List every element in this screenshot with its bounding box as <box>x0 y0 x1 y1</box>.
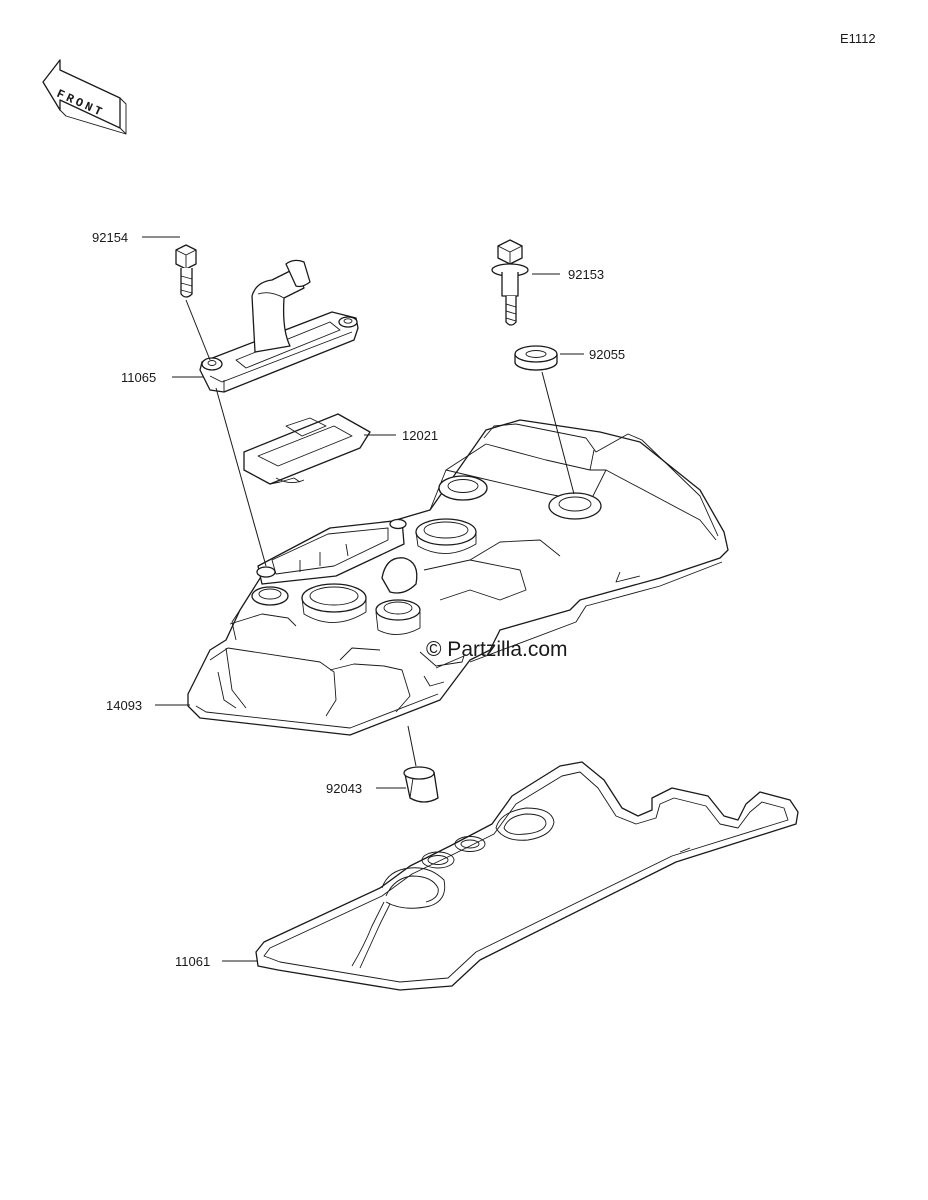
part-label-92043[interactable]: 92043 <box>326 781 362 796</box>
part-label-92055[interactable]: 92055 <box>589 347 625 362</box>
front-arrow-icon: FRONT <box>42 59 127 135</box>
diagram-code: E1112 <box>840 31 876 46</box>
gasket-12021[interactable] <box>243 413 371 485</box>
bolt-92154[interactable] <box>175 244 197 298</box>
head-cover-gasket-11061[interactable] <box>255 761 799 991</box>
watermark: © Partzilla.com <box>426 638 568 661</box>
part-label-14093[interactable]: 14093 <box>106 698 142 713</box>
leader-lines <box>142 236 584 962</box>
part-label-12021[interactable]: 12021 <box>402 428 438 443</box>
part-label-92153[interactable]: 92153 <box>568 267 604 282</box>
cylinder-head-cover-14093[interactable] <box>187 419 729 736</box>
part-label-11061[interactable]: 11061 <box>175 954 210 969</box>
part-label-92154[interactable]: 92154 <box>92 230 128 245</box>
dowel-pin-92043[interactable] <box>403 766 439 803</box>
bolt-92153[interactable] <box>491 239 529 326</box>
grommet-92055[interactable] <box>514 345 558 371</box>
part-label-11065[interactable]: 11065 <box>121 370 156 385</box>
breather-cover-11065[interactable] <box>199 259 359 393</box>
